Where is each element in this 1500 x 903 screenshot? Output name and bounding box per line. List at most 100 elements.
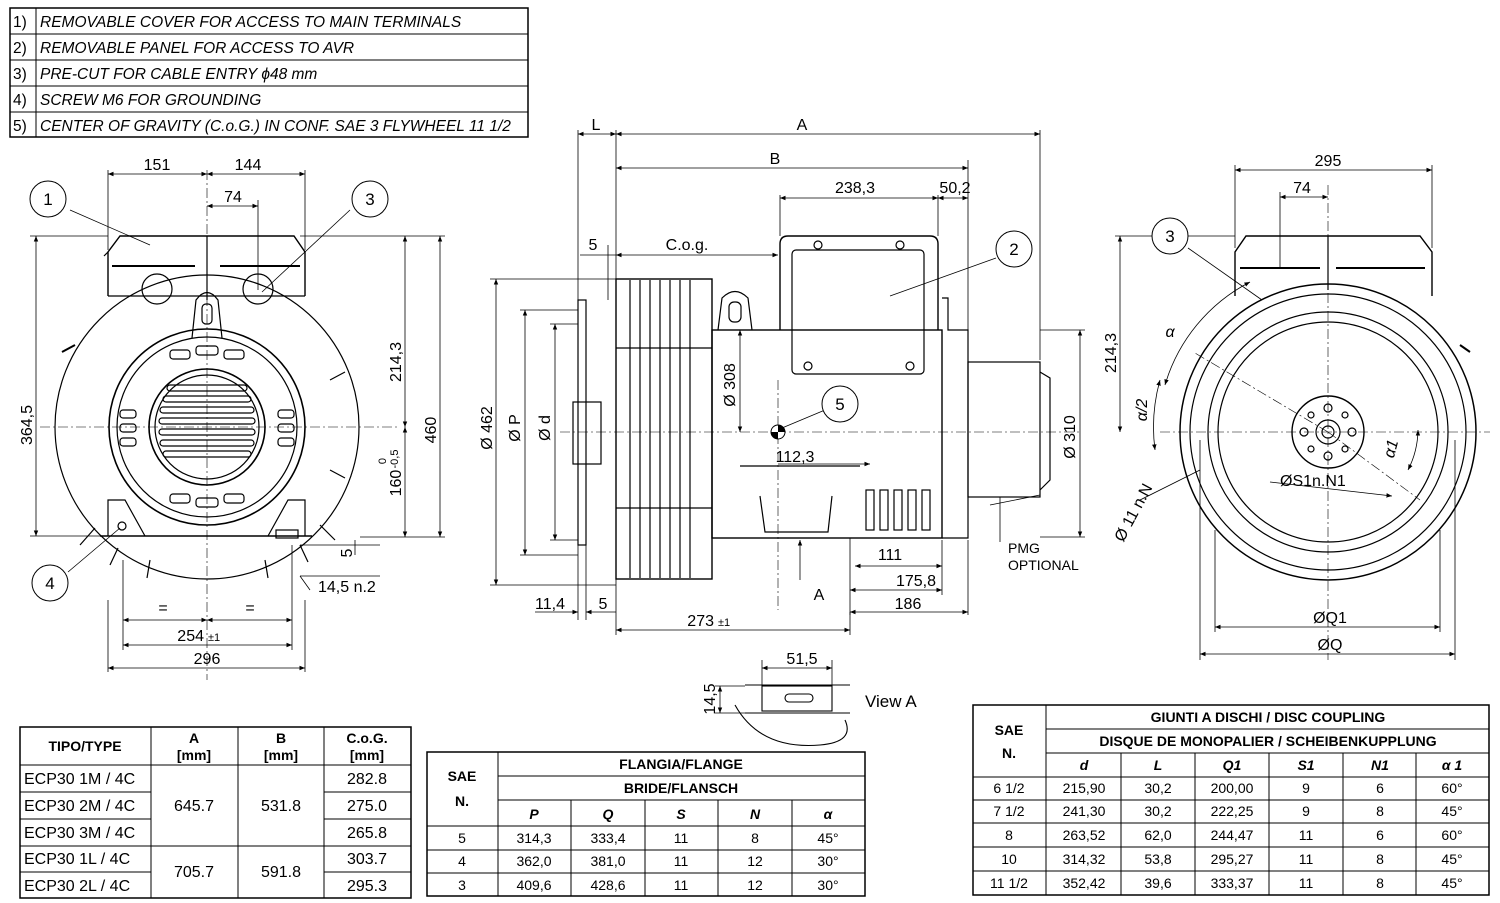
disc-title: DISQUE DE MONOPALIER / SCHEIBENKUPPLUNG (1099, 733, 1436, 749)
type-cell: ECP30 3M / 4C (24, 825, 135, 842)
table-cell: 314,32 (1063, 851, 1106, 867)
table-cell: 263,52 (1063, 827, 1106, 843)
dim-text: 111 (878, 547, 902, 564)
table-cell: 6 (1376, 827, 1384, 843)
dim-text: 254 (177, 628, 204, 645)
type-cell: ECP30 1L / 4C (24, 851, 130, 868)
type-cell: ECP30 1M / 4C (24, 771, 135, 788)
dim-text: 175,8 (896, 573, 936, 590)
dim-text: Ø 462 (479, 406, 496, 450)
callout-3: 3 (365, 190, 374, 209)
dim-text: Ø 310 (1062, 415, 1079, 459)
note-text: REMOVABLE PANEL FOR ACCESS TO AVR (40, 40, 354, 57)
table-cell: 45° (1441, 851, 1462, 867)
b-cell: 591.8 (261, 864, 301, 881)
dim-text: α (1165, 324, 1175, 341)
table-cell: 11 1/2 (990, 875, 1028, 891)
col-header: Q1 (1223, 757, 1242, 773)
cog-marker (770, 424, 786, 440)
table-cell: 30,2 (1144, 803, 1171, 819)
dim-text: Ø 11 n.N (1112, 481, 1157, 544)
table-cell: 45° (817, 830, 838, 846)
dim-text: 14,5 (702, 683, 719, 714)
pmg-label: PMG (1008, 540, 1040, 556)
dim-text: = (158, 600, 167, 617)
table-cell: 333,4 (590, 830, 625, 846)
flange-title: FLANGIA/FLANGE (619, 756, 743, 772)
type-cell: ECP30 2M / 4C (24, 798, 135, 815)
sae-header: SAE (448, 768, 477, 784)
note-text: CENTER OF GRAVITY (C.o.G.) IN CONF. SAE … (40, 118, 511, 135)
dim-text: 151 (144, 157, 171, 174)
dim-text: 273 (687, 613, 714, 630)
col-header: TIPO/TYPE (48, 738, 121, 754)
front-view-dimensions: 151 144 74 364,5 214,3 460 160 0 -0,5 5 … (19, 157, 440, 668)
table-cell: 39,6 (1144, 875, 1171, 891)
note-text: PRE-CUT FOR CABLE ENTRY ϕ48 mm (40, 66, 317, 83)
sae-header: SAE (995, 722, 1024, 738)
col-header: d (1080, 757, 1089, 773)
col-header: α 1 (1442, 757, 1463, 773)
callout-1: 1 (43, 190, 52, 209)
table-cell: 11 (674, 830, 689, 846)
table-cell: 11 (1299, 851, 1314, 867)
dim-text: 460 (423, 417, 440, 444)
cog-cell: 265.8 (347, 825, 387, 842)
table-cell: 9 (1302, 780, 1310, 796)
callout-3: 3 (1165, 227, 1174, 246)
dim-text: Ø P (507, 414, 524, 442)
dim-text: A (797, 117, 808, 134)
dim-text: B (770, 151, 781, 168)
dim-text: ØQ (1318, 637, 1343, 654)
cog-cell: 275.0 (347, 798, 387, 815)
col-header: α (824, 806, 834, 822)
table-cell: 10 (1001, 851, 1017, 867)
table-cell: 6 (1376, 780, 1384, 796)
col-header: N (750, 806, 761, 822)
table-cell: 53,8 (1144, 851, 1171, 867)
table-cell: 8 (1005, 827, 1013, 843)
pmg-label: OPTIONAL (1008, 557, 1079, 573)
col-header: Q (603, 806, 614, 822)
table-cell: 244,47 (1211, 827, 1254, 843)
col-header: N1 (1371, 757, 1389, 773)
dim-text: 5 (589, 237, 598, 254)
table-cell: 200,00 (1211, 780, 1254, 796)
dim-text: 74 (1293, 180, 1311, 197)
dim-text: 74 (224, 189, 242, 206)
dim-text: 14,5 n.2 (318, 579, 376, 596)
table-cell: 8 (751, 830, 759, 846)
note-number: 2) (13, 40, 27, 57)
side-view-callouts: 2 5 (821, 230, 1033, 423)
table-cell: 409,6 (516, 877, 551, 893)
dim-text: 238,3 (835, 180, 875, 197)
a-cell: 705.7 (174, 864, 214, 881)
callout-4: 4 (45, 574, 54, 593)
table-cell: 352,42 (1063, 875, 1106, 891)
table-cell: 11 (674, 877, 689, 893)
col-header: S1 (1297, 757, 1314, 773)
table-cell: 314,3 (516, 830, 551, 846)
cog-cell: 295.3 (347, 878, 387, 895)
table-cell: 333,37 (1211, 875, 1254, 891)
dim-text: Ø 308 (722, 363, 739, 407)
dim-text: α/2 (1134, 399, 1151, 422)
table-cell: 295,27 (1211, 851, 1254, 867)
dim-tolerance: ±1 (208, 632, 220, 644)
col-header: C.o.G. (346, 730, 387, 746)
col-header-unit: [mm] (350, 747, 384, 763)
note-number: 3) (13, 66, 27, 83)
table-cell: 12 (747, 877, 763, 893)
table-cell: 381,0 (590, 853, 625, 869)
dim-text: L (592, 117, 601, 134)
flange-title: BRIDE/FLANSCH (624, 780, 738, 796)
table-cell: 3 (458, 877, 466, 893)
col-header: B (276, 730, 286, 746)
note-number: 1) (13, 14, 27, 31)
dim-text: 364,5 (19, 405, 36, 445)
side-view (572, 235, 1051, 580)
note-text: REMOVABLE COVER FOR ACCESS TO MAIN TERMI… (40, 14, 462, 31)
type-cell: ECP30 2L / 4C (24, 878, 130, 895)
table-cell: 8 (1376, 803, 1384, 819)
